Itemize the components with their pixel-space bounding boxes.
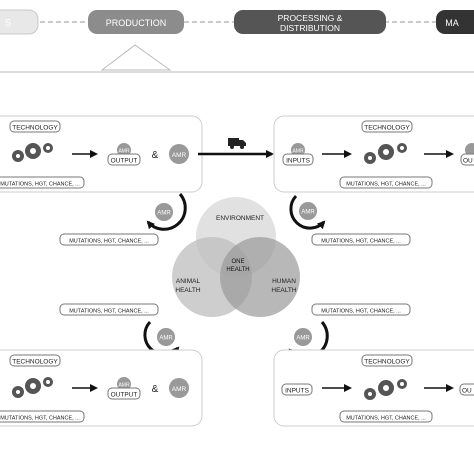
cycle-top-left: AMR bbox=[146, 193, 187, 231]
cycle-bottom-left: AMR bbox=[143, 320, 180, 356]
inputs-box bbox=[282, 153, 314, 166]
mutations-label: MUTATIONS, HGT, CHANCE, ... bbox=[0, 416, 80, 422]
amr-small-label: AMR bbox=[118, 383, 130, 389]
inputs-box bbox=[281, 383, 313, 396]
panel-bottom-left: TECHNOLOGY AMR OUTPUT & AMR MUTATIONS, H… bbox=[0, 349, 203, 427]
stage-label: DISTRIBUTION bbox=[280, 23, 340, 33]
callout-pointer bbox=[100, 44, 172, 71]
human-health-circle bbox=[220, 237, 300, 317]
gear-icon bbox=[397, 143, 407, 153]
mutations-box bbox=[0, 410, 85, 423]
amr-label: AMR bbox=[157, 211, 171, 217]
technology-label: TECHNOLOGY bbox=[12, 359, 58, 366]
amr-label: AMR bbox=[296, 336, 310, 342]
amr-circle bbox=[294, 328, 312, 346]
circular-arrow-icon bbox=[146, 193, 187, 231]
gear-icon bbox=[364, 388, 376, 400]
mutations-label: MUTATIONS, HGT, CHANCE, ... bbox=[346, 182, 426, 188]
output-box bbox=[107, 387, 141, 400]
gear-icon bbox=[25, 378, 41, 394]
stage-pill-processing: PROCESSING & DISTRIBUTION bbox=[234, 10, 386, 34]
mutations-box bbox=[311, 233, 411, 246]
mutations-label: MUTATIONS, HGT, CHANCE, ... bbox=[346, 416, 426, 422]
truck-icon bbox=[228, 138, 246, 149]
ampersand: & bbox=[152, 150, 159, 161]
inputs-label: INPUTS bbox=[286, 158, 311, 165]
environment-label: ENVIRONMENT bbox=[216, 215, 264, 222]
mutations-label: MUTATIONS, HGT, CHANCE, ... bbox=[0, 182, 80, 188]
technology-label: TECHNOLOGY bbox=[12, 125, 58, 132]
panel-top-left: TECHNOLOGY AMR OUTPUT & AMR MUTATIONS, H… bbox=[0, 115, 203, 193]
output-label: OUTPUT bbox=[111, 392, 138, 399]
stage-label: PROCESSING & bbox=[278, 13, 343, 23]
amr-circle bbox=[155, 203, 173, 221]
mutations-label: MUTATIONS, HGT, CHANCE, ... bbox=[69, 309, 149, 315]
mutations-box bbox=[59, 233, 159, 246]
cycle-top-right: AMR bbox=[289, 194, 326, 230]
gear-icon bbox=[378, 380, 394, 396]
amr-label: AMR bbox=[172, 386, 187, 393]
one-health-label: HEALTH bbox=[226, 267, 249, 273]
amr-small-circle bbox=[465, 143, 474, 157]
amr-circle bbox=[299, 202, 317, 220]
gear-icon bbox=[12, 386, 24, 398]
output-label-clipped: OU bbox=[462, 388, 472, 395]
stage-header: S PRODUCTION PROCESSING & DISTRIBUTION M… bbox=[0, 9, 474, 73]
animal-health-label: HEALTH bbox=[175, 287, 200, 294]
mutations-box bbox=[59, 303, 159, 316]
human-health-label: HEALTH bbox=[271, 287, 296, 294]
stage-label: MA bbox=[445, 18, 459, 28]
inputs-label: INPUTS bbox=[285, 388, 310, 395]
one-health-label: ONE bbox=[231, 259, 244, 265]
output-label-clipped: OU bbox=[463, 158, 473, 165]
amr-circle bbox=[169, 378, 189, 398]
ampersand: & bbox=[152, 384, 159, 395]
stage-label: S bbox=[5, 18, 12, 29]
gear-icon bbox=[43, 377, 53, 387]
mutations-box bbox=[339, 176, 433, 189]
mutations-label: MUTATIONS, HGT, CHANCE, ... bbox=[321, 239, 401, 245]
panel-bottom-right: TECHNOLOGY INPUTS OU MUTATIONS, HGT, CHA… bbox=[273, 349, 474, 427]
circular-arrow-icon bbox=[289, 194, 326, 230]
gear-icon bbox=[43, 143, 53, 153]
gear-icon bbox=[25, 143, 41, 159]
animal-health-label: ANIMAL bbox=[176, 278, 201, 285]
gear-icon bbox=[12, 150, 24, 162]
stage-label: PRODUCTION bbox=[106, 18, 167, 28]
human-health-label: HUMAN bbox=[272, 278, 296, 285]
amr-label: AMR bbox=[301, 210, 315, 216]
mutations-label: MUTATIONS, HGT, CHANCE, ... bbox=[321, 309, 401, 315]
mutations-label: MUTATIONS, HGT, CHANCE, ... bbox=[69, 239, 149, 245]
technology-label: TECHNOLOGY bbox=[364, 359, 410, 366]
output-label: OUTPUT bbox=[111, 158, 138, 165]
output-box-clipped bbox=[460, 153, 474, 166]
panel-top-right: TECHNOLOGY AMR INPUTS OU MUTATIONS, HGT,… bbox=[273, 115, 474, 193]
one-health-venn: ENVIRONMENT ANIMAL HEALTH HUMAN HEALTH O… bbox=[172, 197, 300, 317]
mutations-box bbox=[339, 410, 433, 423]
amr-small-label: AMR bbox=[292, 149, 304, 155]
amr-circle bbox=[157, 328, 175, 346]
mutations-box bbox=[0, 176, 85, 189]
amr-small-label: AMR bbox=[118, 149, 130, 155]
gear-icon bbox=[397, 379, 407, 389]
stage-pill-market: MA bbox=[436, 10, 474, 34]
amr-circle bbox=[169, 144, 189, 164]
gear-icon bbox=[364, 152, 376, 164]
output-box bbox=[107, 153, 141, 166]
mutations-box bbox=[311, 303, 411, 316]
gear-icon bbox=[378, 144, 394, 160]
stage-pill-s: S bbox=[0, 9, 39, 35]
technology-label: TECHNOLOGY bbox=[364, 125, 410, 132]
output-box-clipped bbox=[459, 383, 474, 396]
amr-label: AMR bbox=[172, 152, 187, 159]
amr-label: AMR bbox=[159, 336, 173, 342]
stage-pill-production: PRODUCTION bbox=[88, 10, 184, 34]
